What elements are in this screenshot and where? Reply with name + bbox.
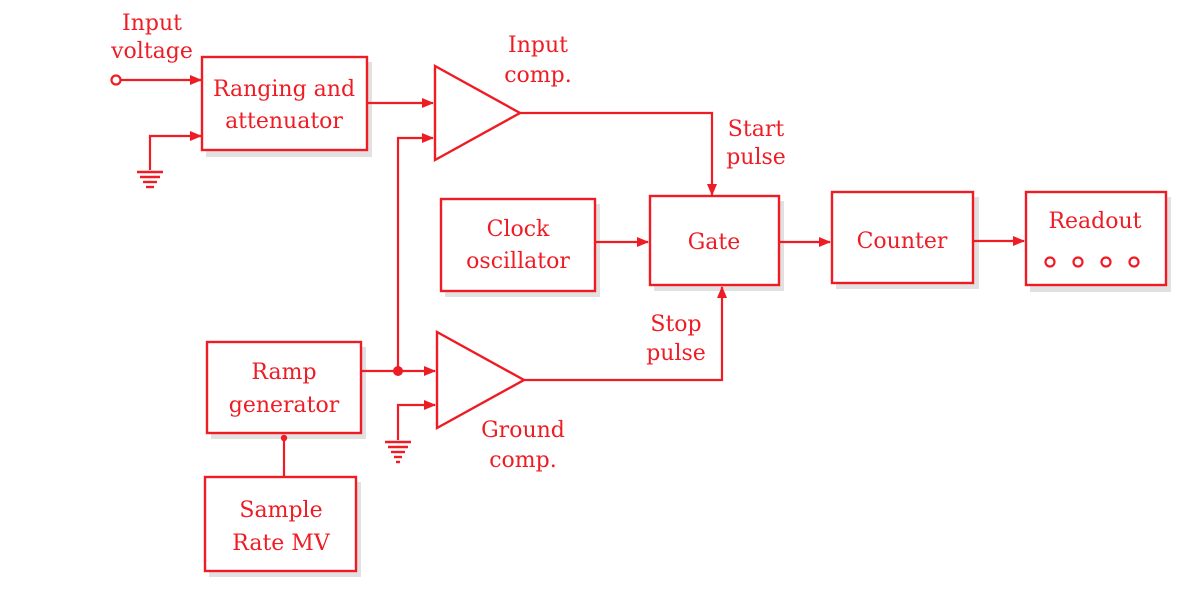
readout-digit-2: [1072, 256, 1084, 268]
counter-block: [830, 190, 975, 285]
input-comp-label-line1: Input: [508, 33, 568, 58]
input-comparator-amp: [433, 63, 523, 163]
sample-label-line1: Sample: [239, 498, 322, 523]
ground-comp-label-line1: Ground: [481, 418, 565, 443]
readout-digit-1: [1044, 256, 1056, 268]
ramp-label-line2: generator: [229, 393, 340, 418]
counter-label: Counter: [857, 229, 948, 254]
sample-ramp-junction-dot: [280, 434, 288, 442]
input-terminal: [110, 74, 122, 86]
input-voltage-label-line1: Input: [122, 11, 182, 36]
stop-pulse-label-line1: Stop: [650, 312, 701, 337]
readout-block: [1024, 190, 1168, 287]
readout-digit-4: [1128, 256, 1140, 268]
clock-oscillator-block: [439, 197, 597, 293]
gate-block: [648, 194, 781, 287]
readout-digit-3: [1100, 256, 1112, 268]
sample-rate-mv-block: [203, 475, 358, 573]
readout-digit-indicators: [1044, 256, 1140, 268]
readout-label: Readout: [1048, 209, 1141, 234]
wire-ground-to-ranging: [148, 131, 202, 170]
clock-label-line1: Clock: [487, 217, 550, 242]
ranging-label-line1: Ranging and: [213, 77, 355, 102]
clock-label-line2: oscillator: [466, 249, 570, 274]
wire-ground-to-ground-comp: [396, 400, 436, 440]
stop-pulse-label-line2: pulse: [646, 341, 706, 366]
sample-label-line2: Rate MV: [232, 531, 331, 556]
start-pulse-label-line2: pulse: [726, 145, 786, 170]
gate-label: Gate: [688, 230, 741, 255]
ground-comp-label-line2: comp.: [489, 448, 557, 473]
ramp-label-line1: Ramp: [251, 360, 316, 385]
wire-start-pulse: [520, 111, 717, 196]
input-comp-label-line2: comp.: [504, 63, 572, 88]
wire-stop-pulse: [524, 286, 727, 382]
start-pulse-label-line1: Start: [728, 117, 785, 142]
wire-ramp-to-input-comp: [396, 133, 434, 371]
ranging-attenuator-block: [200, 55, 369, 152]
ground-symbol-ranging: [137, 170, 163, 189]
ground-symbol-ground-comp: [385, 440, 411, 464]
ranging-label-line2: attenuator: [225, 109, 343, 134]
ground-comparator-amp: [435, 329, 527, 431]
ramp-generator-block: [205, 340, 363, 435]
input-voltage-label-line2: voltage: [110, 39, 193, 64]
